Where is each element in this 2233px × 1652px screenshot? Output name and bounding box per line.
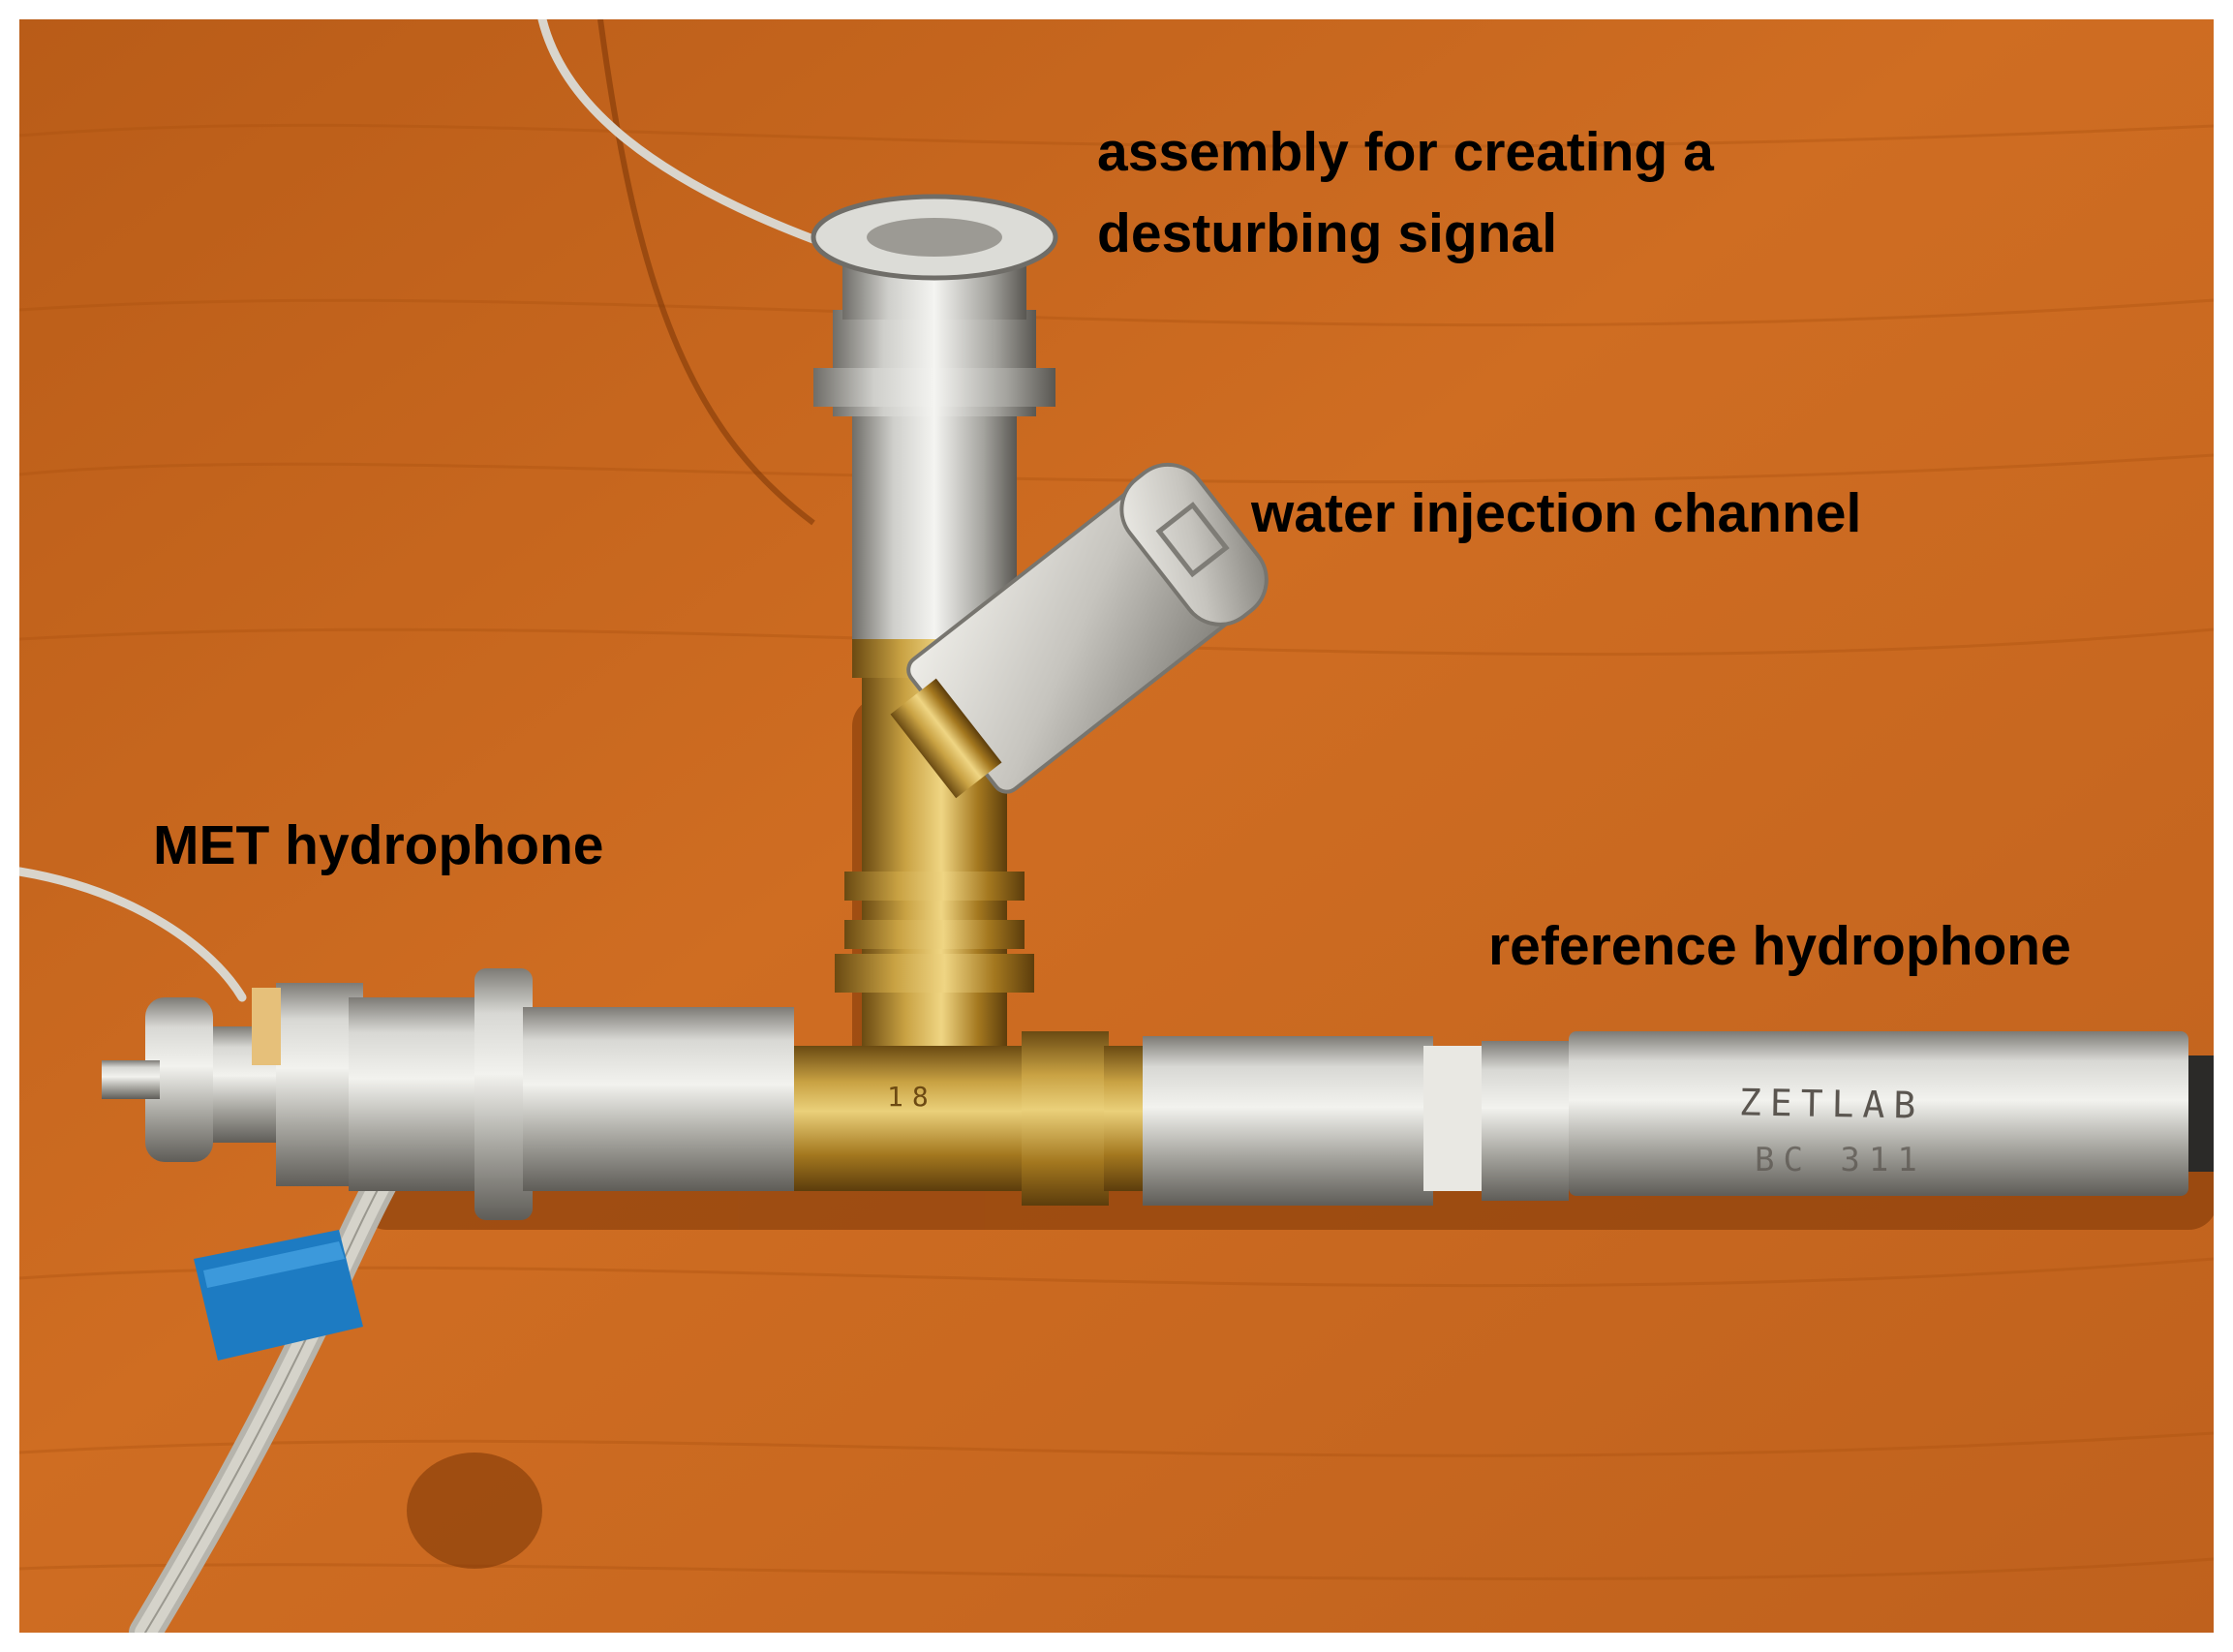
label-water-injection-channel: water injection channel [1251,482,1862,544]
disturbing-signal-assembly [811,194,1058,678]
water-injection-channel [890,462,1269,799]
label-reference-hydrophone: reference hydrophone [1488,915,2071,977]
label-met-hydrophone: MET hydrophone [153,814,604,876]
engraving-brand: ZETLAB [1738,1081,1925,1127]
wood-table [19,19,2214,1633]
engraving-tee-mark: 18 [887,1081,937,1113]
engraving-model: BC 311 [1755,1141,1926,1179]
label-assembly-text: assembly for creating a desturbing signa… [1097,121,1714,264]
label-assembly-disturbing-signal: assembly for creating a desturbing signa… [1097,111,1714,274]
blue-tape [194,1230,363,1361]
hydrophone-setup-photo [19,19,2214,1633]
photo-frame: assembly for creating a desturbing signa… [19,19,2214,1633]
main-pipe [102,968,2214,1220]
